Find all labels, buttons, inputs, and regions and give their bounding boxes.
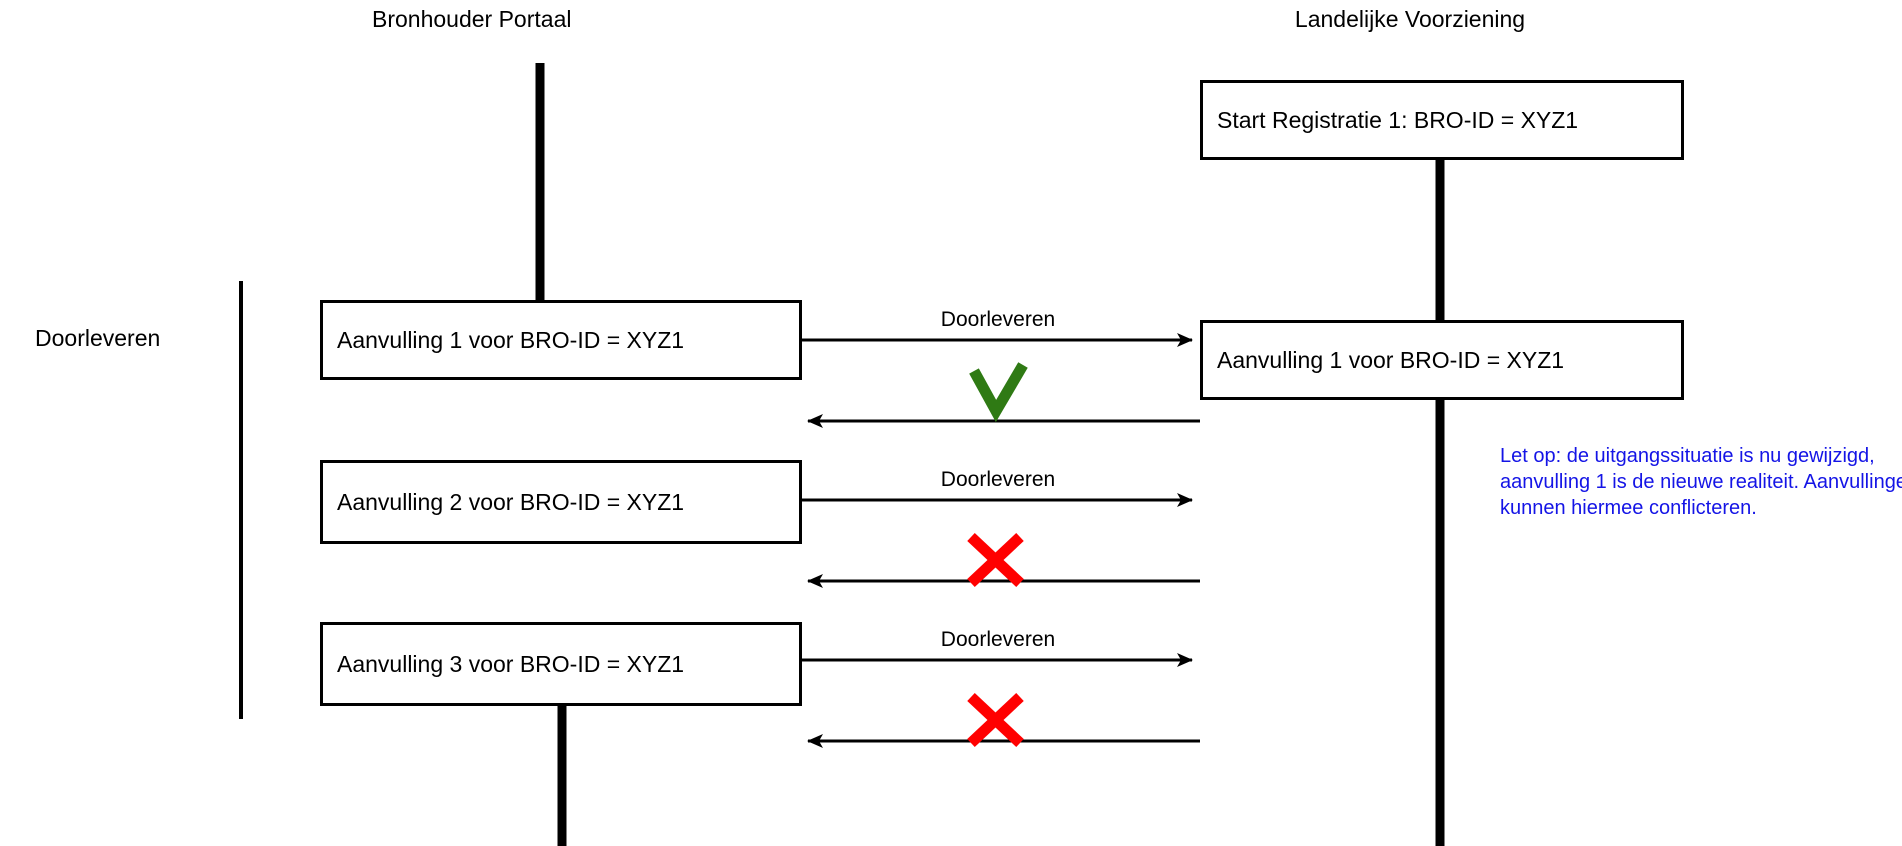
- group-label-doorleveren: Doorleveren: [35, 325, 161, 351]
- success-check-icon-1: [969, 362, 1028, 423]
- box-start-registratie-label: Start Registratie 1: BRO-ID = XYZ1: [1217, 106, 1579, 133]
- box-aanvulling-2-bronhouder-label: Aanvulling 2 voor BRO-ID = XYZ1: [337, 488, 685, 515]
- lane-title-bronhouder-portaal: Bronhouder Portaal: [372, 6, 572, 32]
- box-aanvulling-2-bronhouder: Aanvulling 2 voor BRO-ID = XYZ1: [320, 460, 802, 544]
- box-aanvulling-1-bronhouder: Aanvulling 1 voor BRO-ID = XYZ1: [320, 300, 802, 380]
- conflict-note: Let op: de uitgangssituatie is nu gewijz…: [1500, 445, 1902, 519]
- box-start-registratie: Start Registratie 1: BRO-ID = XYZ1: [1200, 80, 1684, 160]
- failure-cross-icon-3: [967, 692, 1024, 748]
- arrow-label-doorleveren-2: Doorleveren: [940, 468, 1056, 491]
- box-aanvulling-3-bronhouder-label: Aanvulling 3 voor BRO-ID = XYZ1: [337, 650, 685, 677]
- arrow-label-doorleveren-3: Doorleveren: [940, 628, 1056, 651]
- box-aanvulling-1-landelijke-label: Aanvulling 1 voor BRO-ID = XYZ1: [1217, 346, 1565, 373]
- arrow-label-doorleveren-1: Doorleveren: [940, 308, 1056, 331]
- lane-title-landelijke-voorziening: Landelijke Voorziening: [1294, 6, 1526, 32]
- box-aanvulling-1-bronhouder-label: Aanvulling 1 voor BRO-ID = XYZ1: [337, 326, 685, 353]
- failure-cross-icon-2: [967, 532, 1024, 588]
- box-aanvulling-3-bronhouder: Aanvulling 3 voor BRO-ID = XYZ1: [320, 622, 802, 706]
- box-aanvulling-1-landelijke: Aanvulling 1 voor BRO-ID = XYZ1: [1200, 320, 1684, 400]
